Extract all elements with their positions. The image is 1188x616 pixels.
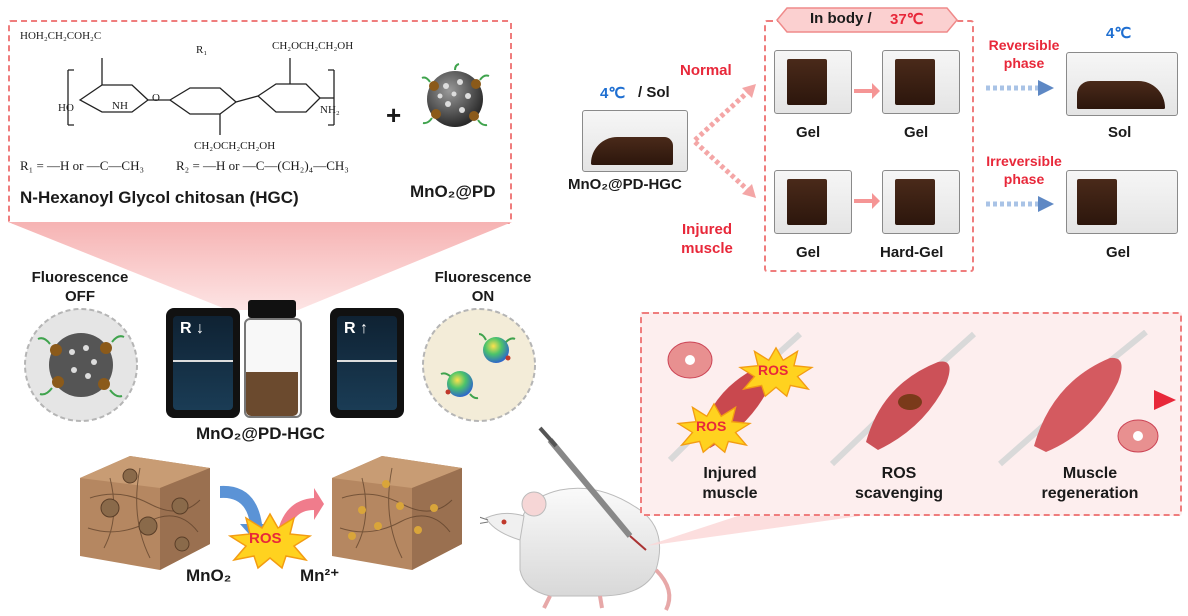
cooling-arrows	[986, 80, 1054, 212]
normal-gel-2	[895, 59, 935, 105]
final-vial-gel	[1066, 170, 1178, 234]
hydrogel-cube-left	[80, 456, 210, 570]
substituent-d: HO	[58, 102, 74, 114]
polymer-name: N-Hexanoyl Glycol chitosan (HGC)	[20, 188, 299, 207]
phone-right: R ↑	[330, 308, 404, 418]
injured-gel-1	[787, 179, 827, 225]
final-gel-sample	[1077, 179, 1117, 225]
branch-arrows	[693, 84, 756, 198]
plus-sign: +	[386, 100, 402, 130]
normal-state-2: Gel	[904, 124, 929, 141]
r1-definition: R₁ = —H or —C—CH₃	[20, 158, 145, 173]
substituent-f: NH	[112, 100, 128, 112]
mno2-label: MnO₂	[186, 566, 232, 585]
funnel-shape	[8, 222, 512, 310]
injured-vial-1	[774, 170, 852, 234]
normal-gel-1	[787, 59, 827, 105]
final-temp: 4℃	[1106, 25, 1132, 42]
substituent-h: NH₂	[320, 104, 340, 116]
final-vial-sol	[1066, 52, 1178, 116]
branch-injured: Injured muscle	[681, 221, 733, 257]
hydrogel-cube-right	[332, 456, 462, 570]
ros-burst-icon	[228, 512, 312, 570]
initial-temp: 4℃	[600, 85, 626, 102]
injured-state-1: Gel	[796, 244, 821, 261]
injured-gel-2	[895, 179, 935, 225]
in-body-label: In body /	[810, 10, 872, 27]
hgc-structure-drawing	[67, 58, 335, 135]
stage-scavenging: ROS scavenging	[854, 465, 944, 502]
ros-burst-icon-upper	[738, 346, 814, 398]
substituent-c: CH₂OCH₂CH₂OH	[272, 40, 354, 52]
stage-injured: Injured muscle	[702, 465, 758, 502]
final-sol-sample	[1077, 81, 1165, 109]
ros-label-center: ROS	[249, 530, 282, 547]
composite-vial	[242, 300, 302, 418]
substituent-a: HOH₂CH₂COH₂C	[20, 30, 102, 42]
reversible-label: Reversible phase	[988, 37, 1060, 71]
scavenging-muscle-drawing	[829, 331, 977, 467]
in-body-arrows	[854, 83, 880, 209]
phone-right-label: R ↑	[344, 320, 368, 337]
nanoparticle-name: MnO₂@PD	[410, 182, 496, 201]
irreversible-label: Irreversible phase	[986, 153, 1062, 187]
sample-name: MnO₂@PD-HGC	[568, 176, 682, 193]
mn2-label: Mn²⁺	[300, 566, 340, 585]
phone-left-label: R ↓	[180, 320, 204, 337]
phone-left: R ↓	[166, 308, 240, 418]
normal-state-1: Gel	[796, 124, 821, 141]
initial-vial	[582, 110, 688, 172]
initial-state: / Sol	[638, 84, 670, 101]
initial-sol-sample	[591, 137, 673, 165]
stage-regeneration: Muscle regeneration	[1041, 465, 1139, 502]
mno2-pd-nanoparticle-icon	[421, 63, 490, 127]
substituent-b: R₁	[196, 44, 208, 56]
ros-burst-icon-lower	[676, 402, 752, 454]
final-reversible: Sol	[1108, 124, 1132, 141]
substituent-g: CH₂OCH₂CH₂OH	[194, 140, 276, 152]
mouse-illustration	[480, 426, 672, 611]
normal-vial-2	[882, 50, 960, 114]
branch-normal: Normal	[680, 62, 732, 79]
injured-state-2: Hard-Gel	[880, 244, 944, 261]
final-irreversible: Gel	[1106, 244, 1131, 261]
ros-label-lower: ROS	[696, 418, 727, 434]
regenerated-muscle-drawing	[998, 330, 1159, 467]
substituent-e: O	[152, 92, 160, 104]
fluorescence-on-label: Fluorescence ON	[434, 269, 532, 305]
injured-vial-2	[882, 170, 960, 234]
r2-definition: R₂ = —H or —C—(CH₂)₄—CH₃	[176, 158, 349, 173]
composite-name: MnO₂@PD-HGC	[196, 424, 325, 443]
body-temp: 37℃	[890, 11, 924, 28]
fluorescence-off-circle	[24, 308, 138, 422]
normal-vial-1	[774, 50, 852, 114]
fluorescence-on-circle	[422, 308, 536, 422]
ros-label-upper: ROS	[758, 362, 789, 378]
in-body-banner	[776, 7, 958, 33]
fluorescence-off-label: Fluorescence OFF	[31, 269, 129, 305]
